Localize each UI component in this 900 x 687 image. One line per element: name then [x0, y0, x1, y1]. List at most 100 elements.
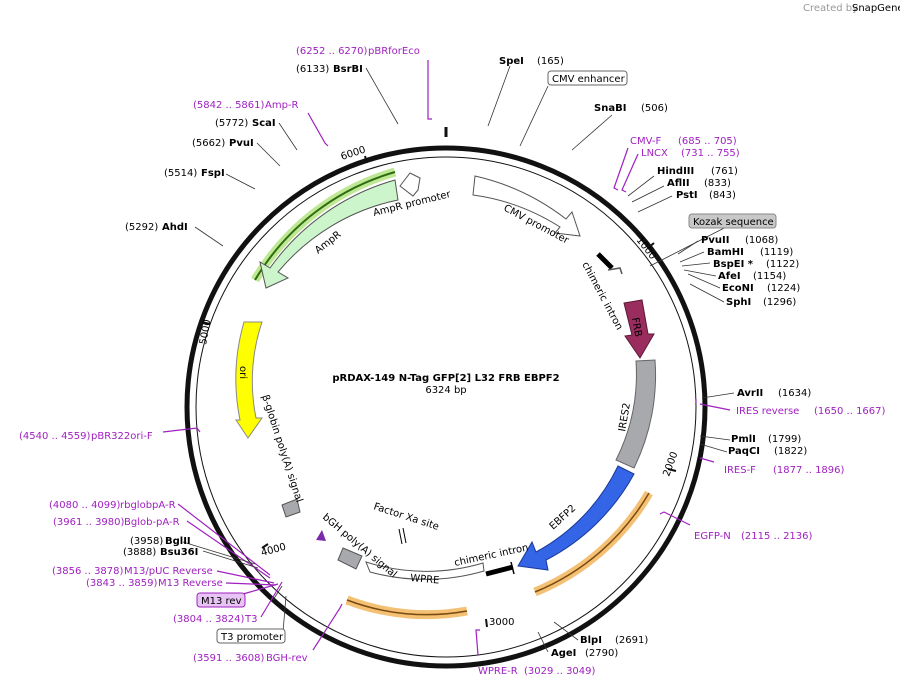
enzyme-pos: (1296): [763, 297, 796, 308]
primer-range: (685 .. 705): [678, 136, 737, 147]
enzyme-name: BspEI *: [713, 259, 754, 270]
primer-name: LNCX: [641, 148, 668, 159]
tick-label-3000: 3000: [489, 617, 514, 628]
enzyme-leaders: [182, 65, 735, 653]
enzyme-labels: SpeI (165) SnaBI (506) HindIII (761) Afl…: [123, 56, 811, 659]
frb-arrow[interactable]: [623, 299, 655, 359]
enzyme-pos: (833): [704, 178, 731, 189]
wpre-label: WPRE: [410, 573, 440, 587]
primer-name: Amp-R: [265, 100, 299, 111]
wpre-highlight-line: [346, 599, 468, 616]
bgh-marker: [316, 530, 326, 541]
enzyme-name: HindIII: [657, 166, 694, 177]
primer-labels: pBRforEco (6252 .. 6270) Amp-R (5842 .. …: [19, 46, 886, 677]
primer-range: (731 .. 755): [681, 148, 740, 159]
ampr-promoter-arrow[interactable]: [399, 172, 421, 197]
wpre-arrow[interactable]: [365, 561, 485, 580]
frb-label: FRB: [629, 317, 643, 338]
enzyme-name: AgeI: [551, 648, 576, 659]
primer-name: Bglob-pA-R: [124, 517, 180, 528]
enzyme-name: BamHI: [707, 247, 744, 258]
factor-xa-label: Factor Xa site: [372, 501, 440, 532]
enzyme-pos: (1822): [774, 446, 807, 457]
ampr-arrow[interactable]: [259, 179, 399, 289]
bgh-polya-block[interactable]: [337, 547, 363, 570]
enzyme-pos: (2790): [585, 648, 618, 659]
snapgene-logo: SnapGene: [852, 3, 900, 14]
enzyme-pos: (5662): [192, 138, 225, 149]
kozak-box[interactable]: Kozak sequence: [688, 213, 777, 229]
primer-range: (3804 .. 3824): [173, 614, 245, 625]
ires2-label: IRES2: [617, 402, 633, 432]
t3-promoter-box[interactable]: T3 promoter: [216, 628, 286, 644]
primer-name: IRES-F: [724, 465, 756, 476]
enzyme-pos: (761): [711, 166, 738, 177]
enzyme-name: BlpI: [580, 635, 602, 646]
m13rev-label: M13 rev: [201, 596, 242, 607]
enzyme-pos: (165): [537, 56, 564, 67]
plasmid-title: pRDAX-149 N-Tag GFP[2] L32 FRB EBPF2: [332, 373, 559, 384]
enzyme-pos: (3958): [130, 536, 163, 547]
enzyme-pos: (843): [709, 190, 736, 201]
enzyme-name: AfeI: [718, 271, 741, 282]
enzyme-pos: (2691): [615, 635, 648, 646]
primer-name: CMV-F: [630, 136, 661, 147]
enzyme-name: FspI: [201, 168, 225, 179]
primer-range: (3961 .. 3980): [53, 517, 125, 528]
enzyme-name: SpeI: [499, 56, 524, 67]
chimeric-intron-1-label: chimeric intron: [579, 260, 624, 332]
enzyme-pos: (1634): [778, 388, 811, 399]
enzyme-pos: (1119): [760, 247, 793, 258]
ampr-highlight-line: [254, 171, 396, 281]
primer-range: (4540 .. 4559): [19, 431, 91, 442]
enzyme-name: SnaBI: [594, 103, 626, 114]
primer-range: (4080 .. 4099): [49, 500, 121, 511]
bglobin-block[interactable]: [281, 498, 301, 518]
enzyme-name: PmlI: [731, 434, 756, 445]
ori-arrow[interactable]: [235, 321, 263, 439]
enzyme-name: AflII: [667, 178, 690, 189]
chimeric-intron-1-arrowhead: [607, 267, 623, 275]
enzyme-pos: (506): [641, 103, 668, 114]
enzyme-name: AhdI: [162, 222, 188, 233]
cmv-enhancer-box[interactable]: CMV enhancer: [547, 70, 628, 86]
enzyme-pos: (1068): [745, 235, 778, 246]
enzyme-name: SphI: [726, 297, 751, 308]
primer-name: M13/pUC Reverse: [124, 566, 213, 577]
egfp-highlight-line: [534, 492, 650, 593]
bglobin-label: β-globin poly(A) signal: [259, 394, 304, 504]
enzyme-pos: (1122): [766, 259, 799, 270]
primer-range: (1877 .. 1896): [773, 465, 845, 476]
primer-name: IRES reverse: [736, 406, 799, 417]
primer-name: T3: [244, 614, 257, 625]
credit-prefix: Created by: [803, 3, 858, 14]
ires2-block[interactable]: [615, 359, 657, 469]
primer-range: (3591 .. 3608): [193, 653, 265, 664]
primer-markers: [162, 60, 731, 656]
ebfp2-arrow[interactable]: [517, 465, 635, 571]
primer-name: BGH-rev: [266, 653, 308, 664]
primer-name: pBR322ori-F: [91, 431, 153, 442]
factor-xa-line-2: [402, 527, 407, 544]
chimeric-intron-1-bar[interactable]: [596, 252, 614, 270]
enzyme-pos: (5772): [215, 118, 248, 129]
enzyme-name: EcoNI: [722, 283, 754, 294]
enzyme-pos: (6133): [296, 64, 329, 75]
primer-range: (3856 .. 3878): [52, 566, 124, 577]
cmv-promoter-arrow[interactable]: [472, 175, 581, 237]
enzyme-pos: (1154): [753, 271, 786, 282]
enzyme-name: AvrII: [737, 388, 763, 399]
m13rev-box[interactable]: M13 rev: [196, 592, 246, 608]
enzyme-name: Bsu36I: [160, 547, 198, 558]
enzyme-name: PaqCI: [728, 446, 760, 457]
primer-name: EGFP-N: [694, 531, 731, 542]
factor-xa-line-1: [398, 528, 403, 545]
plasmid-size: 6324 bp: [425, 385, 466, 396]
enzyme-name: BglII: [165, 536, 191, 547]
enzyme-pos: (3888): [123, 547, 156, 558]
enzyme-pos: (5292): [125, 222, 158, 233]
primer-range: (6252 .. 6270): [296, 46, 368, 57]
chimeric-intron-2-bar[interactable]: [485, 564, 514, 577]
primer-range: (5842 .. 5861): [193, 100, 265, 111]
enzyme-name: PvuI: [229, 138, 254, 149]
